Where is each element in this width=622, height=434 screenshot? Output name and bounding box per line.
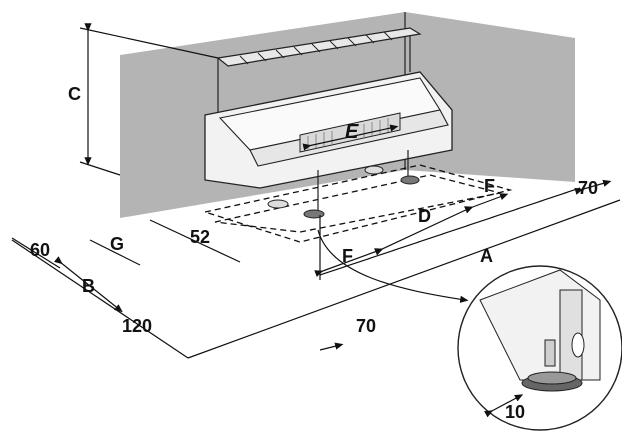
label-A: A <box>480 246 493 266</box>
dim-60: 60 <box>30 240 50 260</box>
floor-footprint <box>202 164 513 243</box>
dim-52: 52 <box>190 227 210 247</box>
label-G: G <box>110 234 124 254</box>
label-C: C <box>68 84 81 104</box>
label-B: B <box>82 276 95 296</box>
hood-frame <box>216 27 422 115</box>
dim-70-front: 70 <box>356 316 376 336</box>
label-E: E <box>345 121 359 143</box>
dim-70-right: 70 <box>578 178 598 198</box>
foot-detail <box>457 265 622 431</box>
label-F-right: F <box>484 176 495 196</box>
dim-120: 120 <box>122 316 152 336</box>
dim-10: 10 <box>505 402 525 422</box>
label-F-left: F <box>342 246 353 266</box>
machine-body <box>204 71 453 219</box>
label-D: D <box>418 206 431 226</box>
